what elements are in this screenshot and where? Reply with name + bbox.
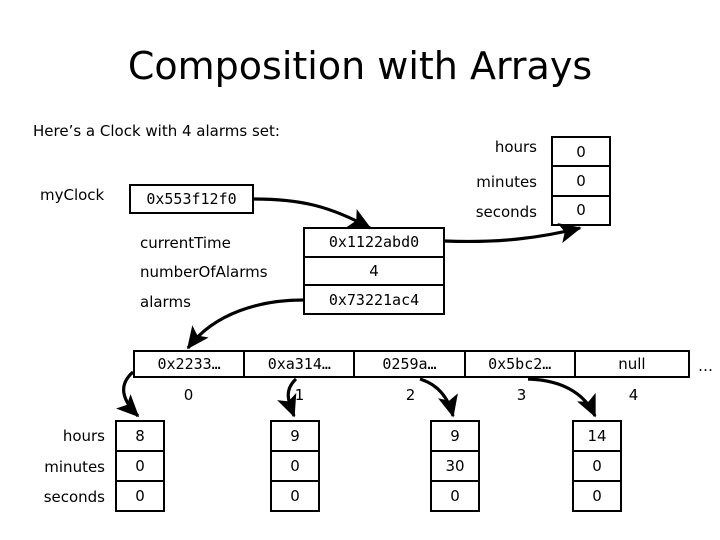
time-hours-value: 0 — [553, 138, 609, 168]
array-cell-4: null — [618, 355, 646, 373]
alarm0-minutes-value: 0 — [117, 452, 163, 482]
alarm3-minutes-value: 0 — [574, 452, 620, 482]
time-minutes-value: 0 — [553, 167, 609, 197]
clock-numberofalarms-value: 4 — [305, 258, 443, 287]
arrow-currenttime-to-time — [444, 223, 582, 244]
array-cell-3: 0x5bc2… — [466, 352, 576, 376]
array-index-1: 1 — [294, 386, 305, 404]
alarm1-seconds-value: 0 — [290, 487, 300, 505]
alarm-object-1: 9 0 0 — [270, 420, 320, 512]
clock-field-label-alarms: alarms — [140, 293, 191, 311]
page-title: Composition with Arrays — [127, 44, 593, 88]
alarm1-minutes-value: 0 — [272, 452, 318, 482]
alarm3-hours-value: 14 — [574, 422, 620, 452]
arrow-alarms-to-array — [186, 298, 304, 350]
time-row-label-minutes: minutes — [476, 173, 537, 191]
array-index-4: 4 — [628, 386, 639, 404]
alarm3-seconds-value: 0 — [592, 487, 602, 505]
time-row-label-hours: hours — [494, 138, 537, 156]
alarms-array-row: 0x2233… 0xa314… 0259a… 0x5bc2… null — [133, 350, 690, 378]
array-cell-2: 0259a… — [355, 352, 466, 376]
alarm-row-label-hours: hours — [62, 427, 105, 445]
clock-object-box: 0x1122abd0 4 0x73221ac4 — [303, 227, 445, 315]
alarm-object-0: 8 0 0 — [115, 420, 165, 512]
array-overflow-ellipsis: … — [698, 357, 713, 375]
alarm0-seconds-value: 0 — [135, 487, 145, 505]
alarm-row-label-seconds: seconds — [43, 488, 105, 506]
alarm2-seconds-value: 0 — [450, 487, 460, 505]
alarm0-hours-value: 8 — [117, 422, 163, 452]
alarm-object-3: 14 0 0 — [572, 420, 622, 512]
array-index-3: 3 — [516, 386, 527, 404]
alarm2-minutes-value: 30 — [432, 452, 478, 482]
alarm-row-label-minutes: minutes — [44, 458, 105, 476]
clock-field-label-numberofalarms: numberOfAlarms — [140, 263, 268, 281]
array-index-0: 0 — [183, 386, 194, 404]
array-index-2: 2 — [405, 386, 416, 404]
alarm-object-2: 9 30 0 — [430, 420, 480, 512]
time-row-label-seconds: seconds — [475, 203, 537, 221]
clock-alarms-value: 0x73221ac4 — [328, 290, 420, 309]
caption-text: Here’s a Clock with 4 alarms set: — [33, 122, 280, 140]
clock-currenttime-value: 0x1122abd0 — [305, 229, 443, 258]
time-object-box: 0 0 0 — [551, 136, 611, 226]
myclock-label: myClock — [40, 186, 105, 204]
time-seconds-value: 0 — [576, 201, 586, 220]
array-cell-0: 0x2233… — [135, 352, 246, 376]
clock-field-label-currenttime: currentTime — [140, 234, 231, 252]
arrow-myclock-to-clock — [253, 197, 372, 230]
alarm1-hours-value: 9 — [272, 422, 318, 452]
myclock-value-box: 0x553f12f0 — [129, 184, 254, 214]
alarm2-hours-value: 9 — [432, 422, 478, 452]
array-cell-1: 0xa314… — [245, 352, 356, 376]
